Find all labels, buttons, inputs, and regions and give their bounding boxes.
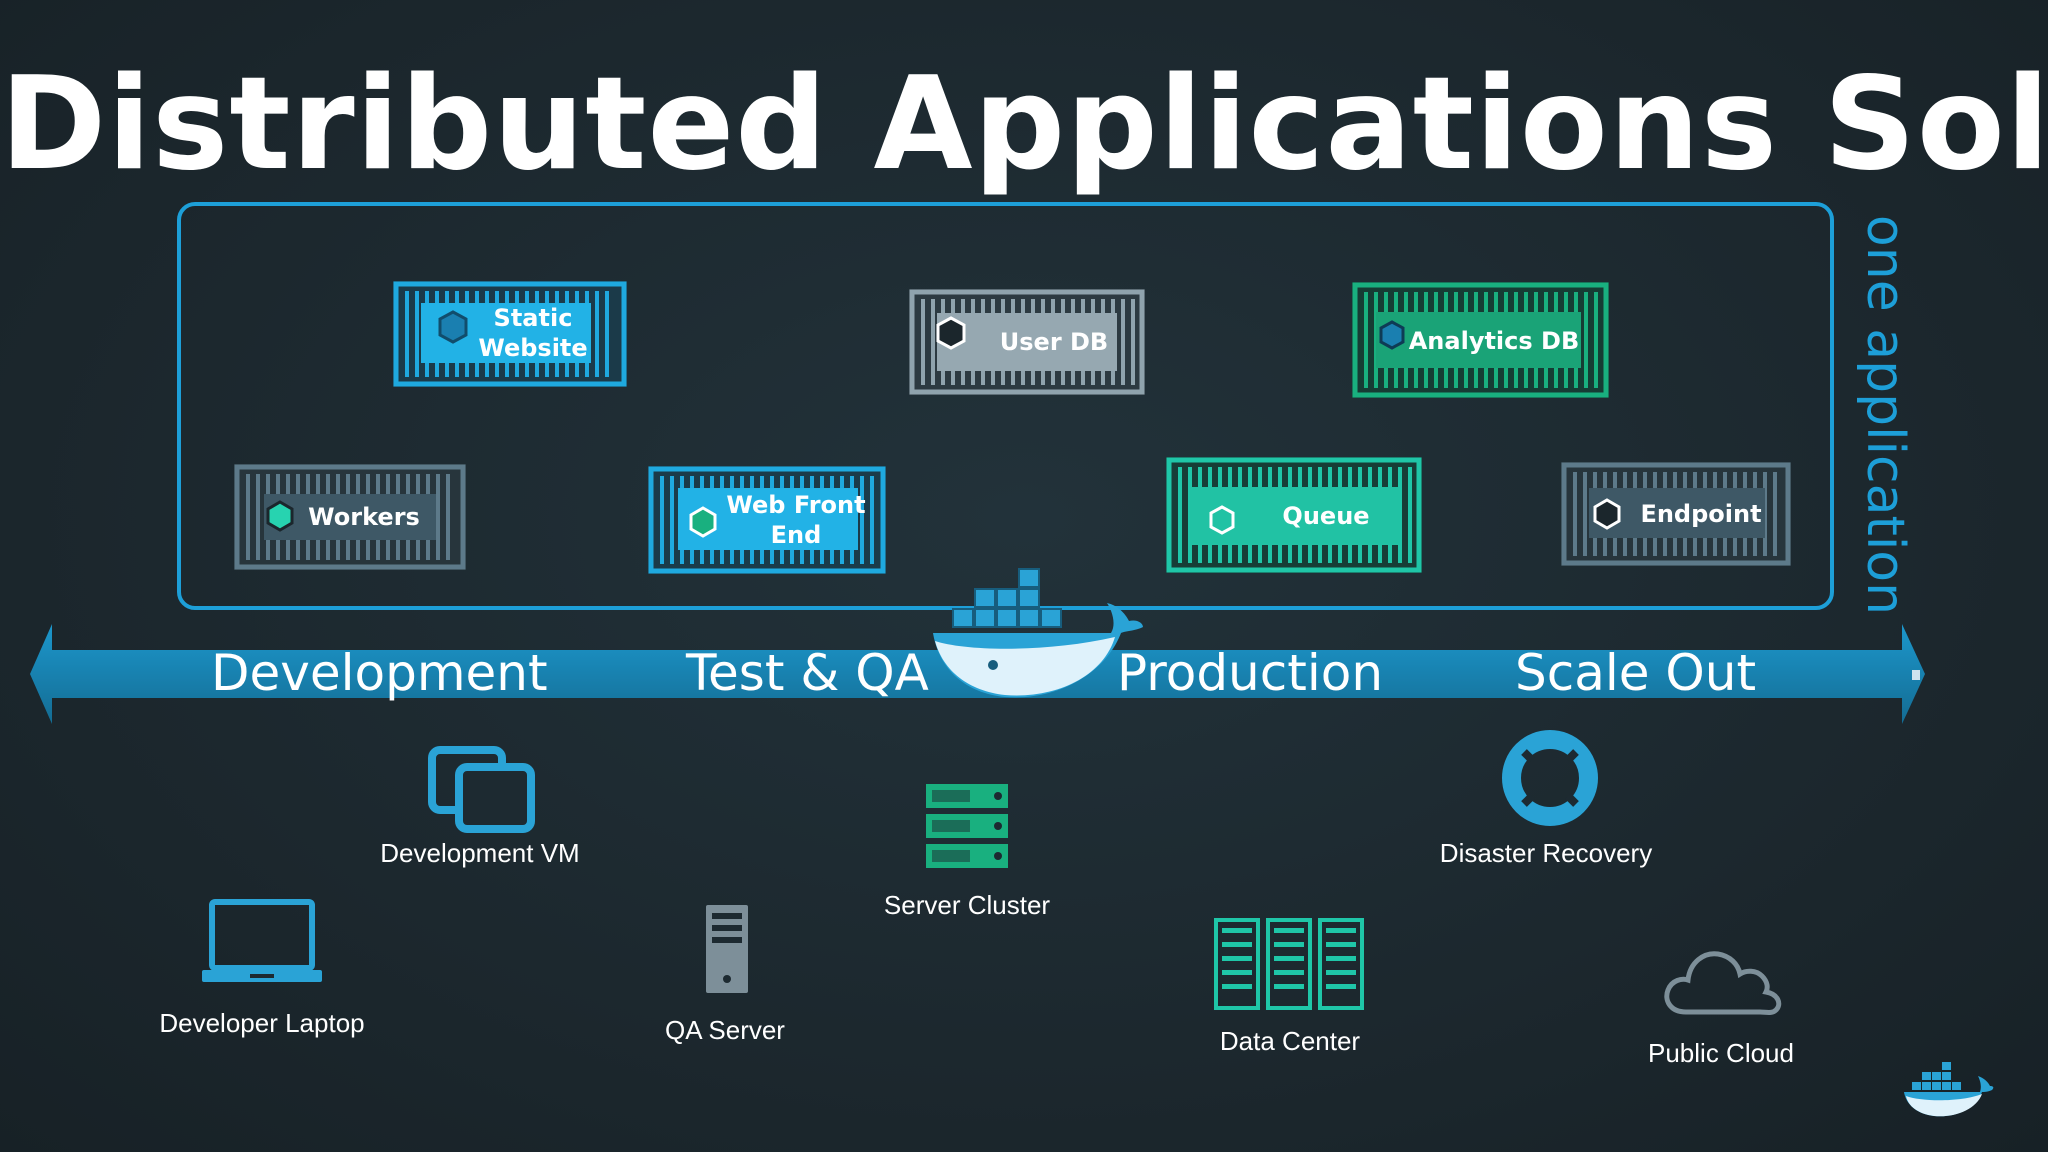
container-shape [234, 464, 466, 570]
container-label: User DB [979, 327, 1129, 357]
env-label: Public Cloud [1648, 1038, 1794, 1068]
container-label-line1: Web Front [726, 491, 866, 519]
server-cluster-icon [926, 784, 1008, 868]
container-label: Web Front End [716, 490, 876, 550]
container-label: Endpoint [1631, 499, 1771, 529]
env-label: Data Center [1219, 1026, 1361, 1056]
env-label: Server Cluster [883, 890, 1051, 920]
disaster-recovery-icon [1502, 730, 1598, 826]
container-label-line1: Queue [1282, 502, 1370, 530]
development-vm-icon [428, 746, 535, 833]
stage-test-qa: Test & QA [686, 644, 929, 702]
data-center-icon [1214, 918, 1364, 1010]
side-label-wrap: one application [1855, 215, 1915, 615]
container-label: Analytics DB [1404, 326, 1584, 356]
env-data-center: Data Center [1185, 1026, 1395, 1057]
stage-production: Production [1117, 644, 1384, 702]
container-label-line1: Workers [308, 503, 420, 531]
container-queue: Queue [1166, 457, 1422, 573]
env-developer-laptop: Developer Laptop [150, 1008, 374, 1039]
side-label: one application [1855, 214, 1915, 616]
container-label-line1: Endpoint [1640, 500, 1762, 528]
container-label: Workers [294, 502, 434, 532]
env-server-cluster: Server Cluster [862, 890, 1072, 921]
env-development-vm: Development VM [370, 838, 590, 869]
container-label-line1: User DB [999, 328, 1109, 356]
container-static-website: Static Website [393, 281, 627, 387]
container-shape [393, 281, 627, 387]
env-label: Development VM [380, 838, 580, 868]
env-qa-server: QA Server [620, 1015, 830, 1046]
docker-whale-icon [933, 568, 1143, 698]
container-label: Queue [1256, 501, 1396, 531]
container-shape [909, 289, 1145, 395]
container-web-front-end: Web Front End [648, 466, 886, 574]
container-label: Static Website [473, 303, 593, 363]
env-public-cloud: Public Cloud [1616, 1038, 1826, 1069]
container-label-line1: Static [493, 304, 573, 332]
container-endpoint: Endpoint [1561, 462, 1791, 566]
qa-server-icon [706, 905, 748, 993]
container-shape [1561, 462, 1791, 566]
container-label-line2: End [770, 521, 822, 549]
container-shape [1166, 457, 1422, 573]
stage-development: Development [211, 644, 548, 702]
container-user-db: User DB [909, 289, 1145, 395]
container-label-line1: Analytics DB [1408, 327, 1580, 355]
stage-scale-out: Scale Out [1515, 644, 1757, 702]
cloud-icon [1664, 951, 1782, 1015]
docker-logo-icon [1904, 1062, 1994, 1117]
env-disaster-recovery: Disaster Recovery [1430, 838, 1662, 869]
env-label: Disaster Recovery [1439, 838, 1653, 868]
page-title: Distributed Applications Solution [0, 50, 2048, 199]
container-shape [648, 466, 886, 574]
env-label: QA Server [665, 1015, 785, 1045]
container-shape [1352, 282, 1609, 398]
container-workers: Workers [234, 464, 466, 570]
env-label: Developer Laptop [159, 1008, 365, 1038]
container-analytics-db: Analytics DB [1352, 282, 1609, 398]
laptop-icon [202, 899, 322, 982]
container-label-line2: Website [478, 334, 588, 362]
